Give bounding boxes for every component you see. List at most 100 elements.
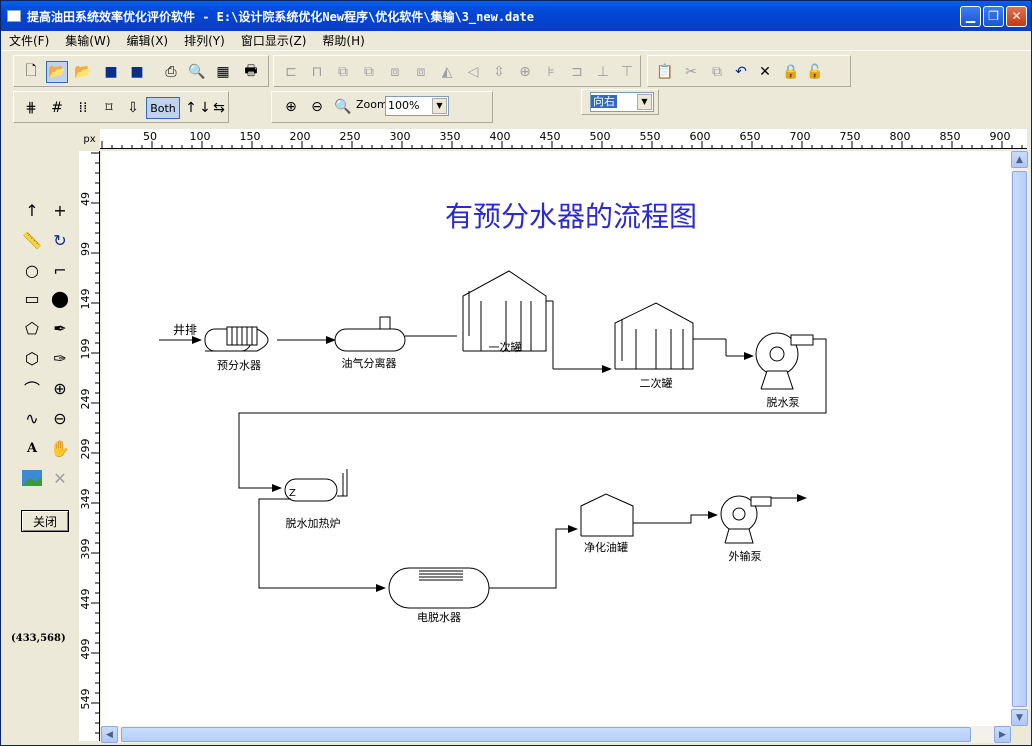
flip-horizontal-icon[interactable]: ◭ bbox=[441, 64, 453, 80]
minimize-button[interactable]: ▁ bbox=[960, 5, 981, 27]
select-point-icon[interactable]: ⌑ bbox=[105, 100, 113, 116]
align-top-icon[interactable]: ⊧ bbox=[547, 64, 555, 80]
new-file-icon[interactable]: 🗋 bbox=[25, 63, 37, 79]
direction-select[interactable]: 向右 ▼ bbox=[590, 92, 654, 112]
printer-setup-icon[interactable]: 🖶 bbox=[244, 63, 258, 79]
dot-grid-icon[interactable]: ⁞⁞ bbox=[78, 100, 88, 116]
open-file-icon[interactable]: 📂 bbox=[74, 64, 92, 80]
maximize-button[interactable]: ❐ bbox=[983, 5, 1004, 27]
down-arrow-icon[interactable]: ↓ bbox=[199, 100, 211, 116]
node-tool-icon[interactable]: ⬤ bbox=[51, 288, 69, 308]
lock-icon[interactable]: 🔒 bbox=[782, 64, 800, 80]
gas-separator[interactable]: 油气分离器 bbox=[334, 316, 406, 370]
horizontal-scroll-thumb[interactable] bbox=[121, 727, 971, 742]
undo-icon[interactable]: ↶ bbox=[735, 64, 747, 80]
save-icon[interactable]: ■ bbox=[104, 64, 118, 80]
zoom-in-tool-icon[interactable]: ⊕ bbox=[53, 378, 67, 398]
flip-vertical-icon[interactable]: ◁ bbox=[467, 64, 479, 80]
arrow-tool-icon[interactable]: ↑ bbox=[25, 200, 39, 220]
align-left-icon[interactable]: ⊏ bbox=[285, 64, 297, 80]
ruler-label: 150 bbox=[240, 130, 261, 143]
menu-gathering[interactable]: 集输(W) bbox=[65, 34, 111, 48]
vertical-scrollbar[interactable]: ▲ ▼ bbox=[1011, 151, 1028, 726]
primary-tank-label: 一次罐 bbox=[489, 340, 522, 354]
dehydration-heater[interactable]: Z 脱水加热炉 bbox=[284, 469, 348, 530]
close-panel-button[interactable]: 关闭 bbox=[21, 510, 69, 532]
ungroup-icon[interactable]: ⧈ bbox=[416, 64, 426, 80]
pen-add-tool-icon[interactable]: ✒ bbox=[53, 318, 67, 338]
scroll-up-icon[interactable]: ▲ bbox=[1011, 151, 1028, 168]
group-icon[interactable]: ⧈ bbox=[390, 64, 400, 80]
electric-dehydrator[interactable]: 电脱水器 bbox=[388, 567, 490, 624]
connector-tool-icon[interactable]: ⌐ bbox=[53, 260, 67, 280]
zoom-select[interactable]: 100% ▼ bbox=[385, 96, 449, 116]
delete-icon[interactable]: ✕ bbox=[759, 64, 771, 80]
align-middle-icon[interactable]: ⊤ bbox=[620, 64, 634, 80]
chevron-down-icon[interactable]: ▼ bbox=[432, 98, 447, 114]
polygon-tool-icon[interactable]: ⬠ bbox=[25, 318, 39, 338]
rotate-tool-icon[interactable]: ↻ bbox=[53, 230, 67, 250]
curve-tool-icon[interactable]: ∿ bbox=[25, 408, 39, 428]
page-setup-icon[interactable]: ▦ bbox=[216, 64, 230, 80]
open-folder-icon[interactable]: 📂 bbox=[46, 61, 68, 83]
align-right-icon[interactable]: ⊐ bbox=[571, 64, 583, 80]
menu-edit[interactable]: 编辑(X) bbox=[126, 34, 169, 48]
send-back-icon[interactable]: ⧉ bbox=[364, 64, 374, 80]
clean-oil-tank[interactable]: 净化油罐 bbox=[580, 493, 634, 554]
menu-arrange[interactable]: 排列(Y) bbox=[184, 34, 225, 48]
align-toolbar: ⊏ ⊓ ⧉ ⧉ ⧈ ⧈ ◭ ◁ ⇳ ⊕ ⊧ ⊐ ⊥ ⊤ bbox=[273, 55, 641, 87]
dehydration-pump[interactable]: 脱水泵 bbox=[755, 332, 814, 409]
menu-file[interactable]: 文件(F) bbox=[9, 34, 50, 48]
align-bottom-icon[interactable]: ⊥ bbox=[596, 64, 610, 80]
save-as-icon[interactable]: ■ bbox=[130, 64, 144, 80]
hand-tool-icon[interactable]: ✋ bbox=[50, 438, 70, 458]
menu-window[interactable]: 窗口显示(Z) bbox=[240, 34, 307, 48]
menu-help[interactable]: 帮助(H) bbox=[322, 34, 365, 48]
vertical-scroll-thumb[interactable] bbox=[1012, 171, 1027, 707]
chevron-down-icon[interactable]: ▼ bbox=[637, 94, 652, 110]
circle-tool-icon[interactable]: ○ bbox=[25, 260, 39, 280]
ruler-tool-icon[interactable]: 📏 bbox=[22, 230, 42, 250]
dehydration-pump-label: 脱水泵 bbox=[767, 395, 800, 409]
drawing-canvas[interactable]: 有预分水器的流程图 井排 预分水器 油气分离器 bbox=[101, 151, 1011, 726]
delete-tool-icon[interactable]: ✕ bbox=[53, 468, 67, 488]
copy-icon[interactable]: ⧉ bbox=[712, 64, 722, 80]
pre-water-separator[interactable]: 预分水器 bbox=[204, 326, 269, 372]
print-icon[interactable]: ⎙ bbox=[165, 64, 177, 80]
secondary-tank[interactable]: 二次罐 bbox=[614, 302, 694, 390]
both-arrow-option[interactable]: Both bbox=[146, 97, 180, 119]
scroll-down-icon[interactable]: ▼ bbox=[1011, 709, 1028, 726]
close-window-button[interactable]: ✕ bbox=[1006, 5, 1027, 27]
arc-tool-icon[interactable]: ⌒ bbox=[23, 380, 40, 399]
up-arrow-icon[interactable]: ↑ bbox=[185, 100, 197, 116]
unlock-icon[interactable]: 🔓 bbox=[806, 64, 824, 80]
center-icon[interactable]: ⊕ bbox=[519, 64, 531, 80]
rectangle-tool-icon[interactable]: ▭ bbox=[24, 288, 40, 308]
text-tool-icon[interactable]: A bbox=[26, 440, 38, 456]
shape-tool-icon[interactable]: ⬡ bbox=[25, 348, 39, 368]
zoom-in-icon[interactable]: ⊕ bbox=[285, 99, 297, 115]
cut-icon[interactable]: ✂ bbox=[685, 64, 697, 80]
image-tool-icon[interactable] bbox=[19, 465, 45, 491]
grid-snap-icon[interactable]: ⋕ bbox=[25, 100, 37, 116]
zoom-out-tool-icon[interactable]: ⊖ bbox=[53, 408, 67, 428]
export-pump[interactable]: 外输泵 bbox=[720, 495, 772, 563]
print-preview-icon[interactable]: 🔍 bbox=[188, 64, 206, 80]
zoom-out-icon[interactable]: ⊖ bbox=[311, 99, 323, 115]
align-center-icon[interactable]: ⊓ bbox=[311, 64, 323, 80]
flow-diagram: 有预分水器的流程图 井排 预分水器 油气分离器 bbox=[159, 200, 827, 624]
pointer-icon[interactable]: ⇩ bbox=[127, 100, 139, 116]
zoom-fit-icon[interactable]: 🔍 bbox=[334, 99, 352, 115]
grid-icon[interactable]: # bbox=[51, 100, 63, 116]
ruler-label: 449 bbox=[79, 589, 92, 610]
horizontal-scrollbar[interactable]: ◀ ▶ bbox=[101, 726, 1011, 743]
primary-tank[interactable]: 一次罐 bbox=[462, 270, 547, 354]
pen-tool-icon[interactable]: ✑ bbox=[53, 348, 67, 368]
rotate-icon[interactable]: ⇳ bbox=[493, 64, 505, 80]
scroll-right-icon[interactable]: ▶ bbox=[994, 726, 1011, 743]
left-right-arrow-icon[interactable]: ⇆ bbox=[213, 100, 225, 116]
bring-front-icon[interactable]: ⧉ bbox=[338, 64, 348, 80]
cross-tool-icon[interactable]: + bbox=[53, 200, 67, 220]
paste-icon[interactable]: 📋 bbox=[656, 64, 674, 80]
scroll-left-icon[interactable]: ◀ bbox=[101, 726, 118, 743]
